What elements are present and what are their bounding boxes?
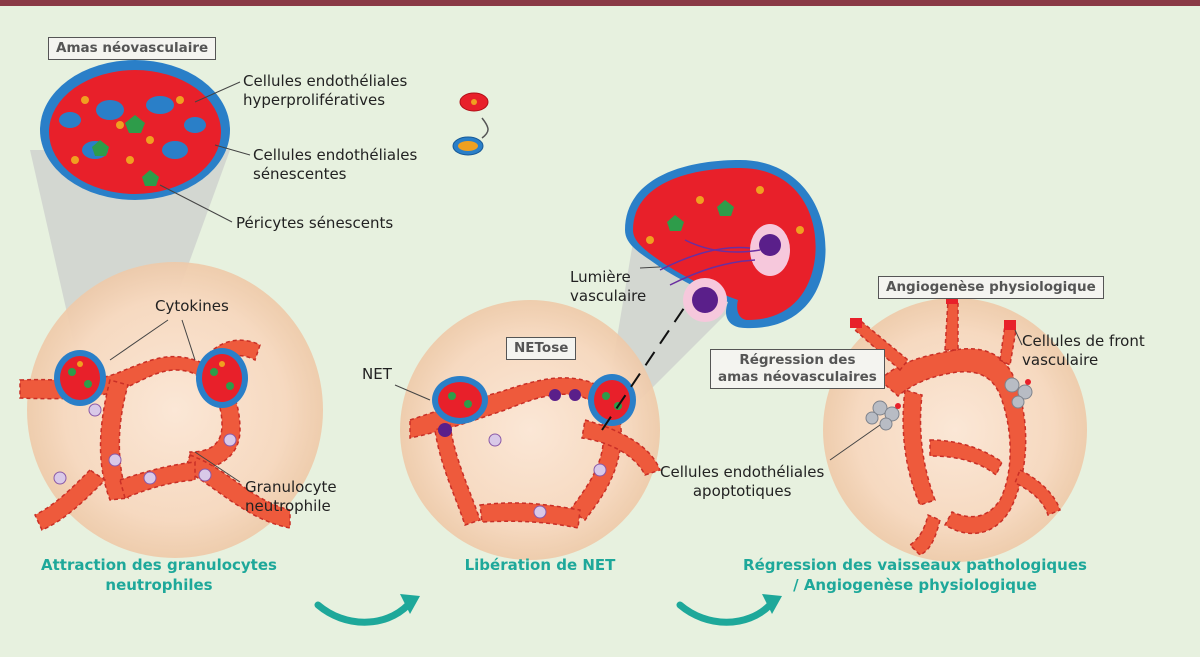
label-apoptotic: Cellules endothéliales apoptotiques [660, 463, 825, 500]
apoptotic-clusters [865, 377, 1033, 431]
netose-box-label: NETose [506, 337, 577, 360]
caption-stage2: Libération de NET [464, 556, 616, 574]
label-senescent-ec: Cellules endothéliales sénescentes [253, 146, 418, 183]
neutrophils-stage1 [53, 403, 237, 485]
stage2-cluster-left [432, 376, 488, 424]
label-pericytes: Péricytes sénescents [236, 214, 394, 232]
halo-stage3 [823, 298, 1087, 562]
regression-box-label: Régression des amas néovasculaires [710, 349, 885, 389]
arrow-head-1 [400, 594, 420, 614]
neovascular-cluster-big [40, 60, 230, 200]
cluster-box-label: Amas néovasculaire [48, 37, 217, 60]
arrow-head-2 [762, 594, 782, 614]
cell-transformation-icon [452, 92, 489, 156]
label-front-cells: Cellules de front vasculaire [1022, 332, 1145, 369]
label-net: NET [362, 365, 392, 383]
stage1-cluster-left [54, 350, 106, 406]
neovascular-cluster-zoom [625, 160, 826, 329]
label-cytokines: Cytokines [155, 297, 229, 315]
caption-stage1: Attraction des granulocytes neutrophiles [41, 556, 277, 594]
vessel-front-cells [850, 294, 1016, 330]
leader-lines-1 [109, 81, 1023, 483]
label-lumen: Lumière vasculaire [570, 268, 647, 305]
label-neutrophil: Granulocyte neutrophile [245, 478, 337, 515]
caption-stage3: Régression des vaisseaux pathologiques /… [743, 556, 1087, 594]
arrow-stage2-to-3 [676, 601, 774, 626]
angiogenesis-box-label: Angiogenèse physiologique [878, 276, 1104, 299]
neutrophils-stage2 [438, 389, 607, 519]
vessel-network-3 [853, 299, 1061, 556]
apoptotic-red-bits [895, 379, 1031, 409]
label-hyperproliferative: Cellules endothéliales hyperproliférativ… [243, 72, 408, 109]
arrow-stage1-to-2 [314, 601, 412, 626]
stage2-cluster-right [588, 374, 636, 426]
top-bar [0, 0, 1200, 6]
stage1-cluster-right [196, 348, 248, 408]
